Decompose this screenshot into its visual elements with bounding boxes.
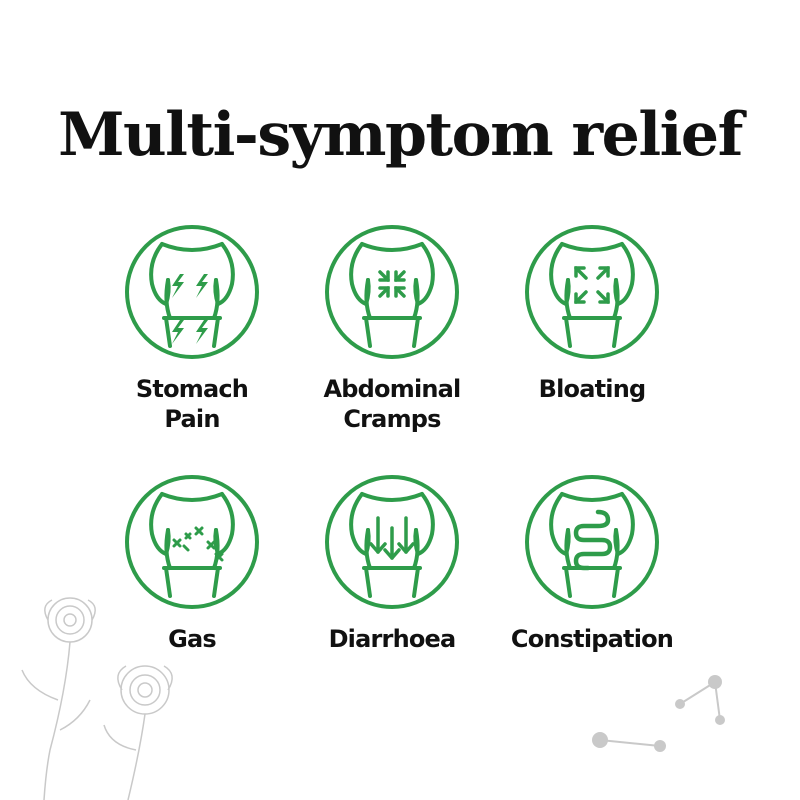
cramp-arrows-inward-icon: [325, 225, 459, 359]
molecule-graphic-icon: [592, 675, 725, 752]
symptom-stomach-pain: Stomach Pain: [102, 222, 282, 434]
symptom-abdominal-cramps: Abdominal Cramps: [302, 222, 482, 434]
symptom-label: Diarrhoea: [328, 625, 457, 653]
flower-illustration-icon: [21, 597, 173, 800]
symptom-label: Constipation: [510, 625, 674, 653]
down-arrows-icon: [325, 475, 459, 609]
symptom-label: Bloating: [538, 375, 647, 403]
symptom-label: Abdominal Cramps: [323, 375, 462, 433]
symptom-diarrhoea: Diarrhoea: [302, 472, 482, 654]
lightning-pain-icon: [125, 225, 259, 359]
symptom-bloating: Bloating: [502, 222, 682, 404]
symptom-label: Stomach Pain: [135, 375, 249, 433]
expand-arrows-outward-icon: [525, 225, 659, 359]
gas-sparkles-icon: [125, 475, 259, 609]
page-title: Multi-symptom relief: [58, 100, 743, 170]
intestine-icon: [525, 475, 659, 609]
symptom-constipation: Constipation: [502, 472, 682, 654]
symptom-gas: Gas: [102, 472, 282, 654]
symptom-label: Gas: [168, 625, 217, 653]
